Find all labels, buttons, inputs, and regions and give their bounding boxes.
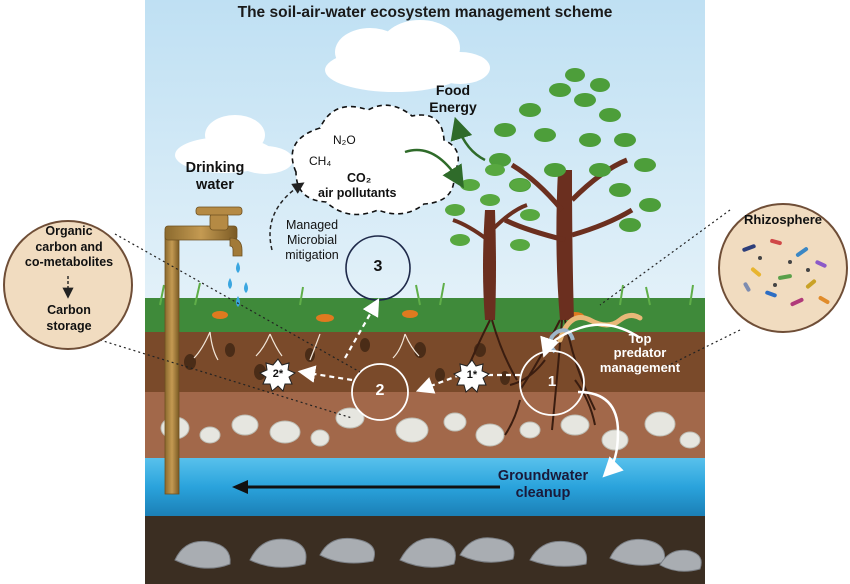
- top-line: Top: [628, 331, 652, 346]
- rhizosphere-microbes: [742, 238, 830, 307]
- predator-line: predator: [613, 345, 667, 361]
- organic-line: Organic: [45, 224, 93, 238]
- tree-small: [445, 164, 540, 320]
- management-line: management: [599, 359, 681, 375]
- groundwater-cleanup-label: Groundwater cleanup: [488, 468, 598, 503]
- starburst-2: [258, 358, 297, 392]
- faucet: [164, 206, 243, 495]
- left-side-circle: [3, 220, 133, 350]
- drinking-water-label: Drinking water: [175, 160, 255, 195]
- arrow-to-groundwater: [577, 390, 624, 478]
- n2o-label: N₂O: [333, 133, 356, 147]
- energy-line: Energy: [429, 98, 477, 115]
- star-2-label: 2*: [272, 368, 284, 380]
- carbon-storage-label: Carbon storage: [14, 303, 124, 334]
- tree-roots: [464, 319, 596, 436]
- number-1: 1: [547, 373, 557, 390]
- groundwater-line: Groundwater: [497, 468, 589, 484]
- arrow-top-predator: [540, 323, 641, 358]
- managed-line: Managed: [285, 218, 339, 232]
- storage-line: storage: [46, 318, 92, 333]
- carbon-line: Carbon: [47, 303, 91, 317]
- arrow-mitigation-to-cloud: [269, 182, 305, 251]
- rhizosphere-label: Rhizosphere: [743, 212, 822, 227]
- water-drops: [228, 262, 248, 307]
- cloud-left: [175, 115, 293, 174]
- star-1-label: 1*: [466, 369, 478, 381]
- food-energy-label: Food Energy: [418, 82, 488, 116]
- co-metabolites-line: co-metabolites: [24, 255, 114, 270]
- managed-mitigation-label: Managed Microbial mitigation: [272, 218, 352, 263]
- top-predator-label: Top predator management: [588, 331, 692, 375]
- air-pollutants-label: air pollutants: [318, 186, 397, 200]
- microbial-line: Microbial: [286, 233, 337, 247]
- drinking-water-line1: Drinking: [185, 160, 245, 176]
- ch4-label: CH₄: [309, 154, 332, 168]
- drinking-water-line2: water: [196, 177, 234, 194]
- arrow-1-to-2: [415, 373, 461, 394]
- right-side-circle: [718, 203, 848, 333]
- diagram-title: The soil-air-water ecosystem management …: [237, 4, 613, 21]
- bedrock-rocks: [174, 537, 702, 572]
- number-2: 2: [375, 382, 385, 399]
- tree-large: [489, 68, 661, 320]
- cleanup-line: cleanup: [515, 485, 571, 502]
- food-line: Food: [435, 82, 471, 98]
- carbon-and-line: carbon and: [35, 239, 103, 254]
- circle-2: [351, 363, 409, 421]
- arrow-cloud-to-tree: [404, 148, 464, 189]
- co2-label: CO₂: [347, 171, 372, 185]
- arrow-tree-to-food: [450, 116, 486, 162]
- mitigation-line: mitigation: [285, 248, 339, 262]
- arrow-2-to-3: [344, 298, 380, 359]
- cloud-top: [325, 20, 490, 92]
- connector-lines: [99, 209, 741, 419]
- grass-roots: [193, 331, 420, 361]
- starburst-1: [452, 359, 491, 393]
- number-3: 3: [373, 258, 383, 275]
- organic-carbon-label: Organic carbon and co-metabolites: [14, 224, 124, 271]
- gas-cloud: [291, 104, 460, 216]
